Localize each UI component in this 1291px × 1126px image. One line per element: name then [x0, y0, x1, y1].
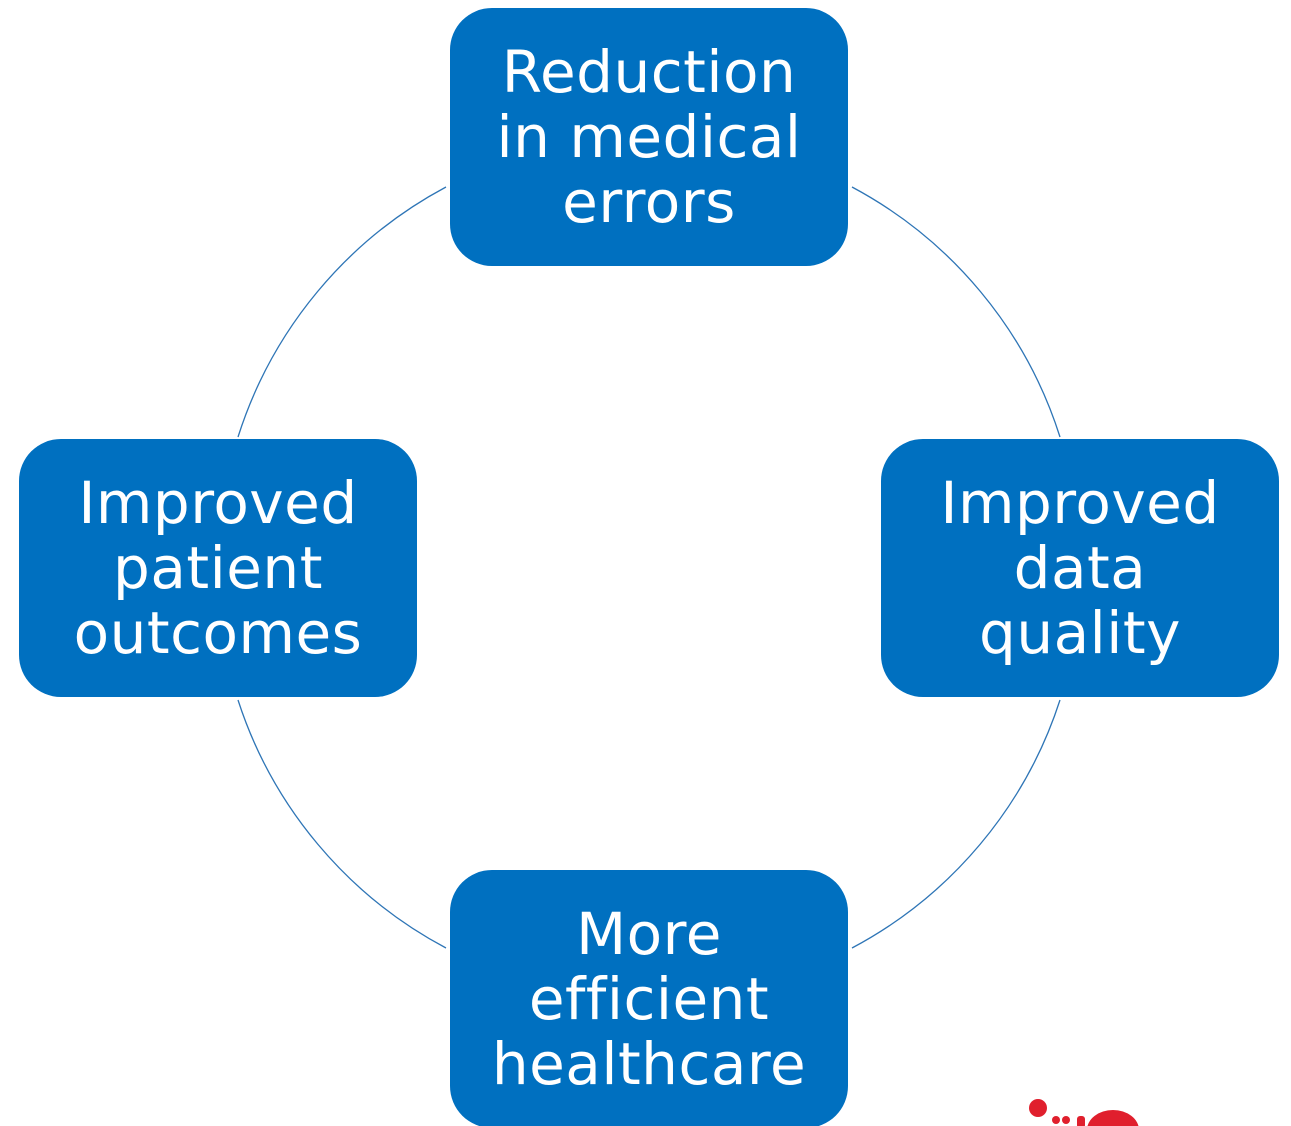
arc-bottom-left	[237, 699, 447, 949]
cycle-node-label: Improved data quality	[940, 468, 1220, 667]
red-dots-logo-icon	[1029, 1099, 1139, 1126]
cycle-node-right: Improved data quality	[881, 439, 1279, 697]
arc-left-top	[237, 186, 447, 438]
cycle-node-label: Improved patient outcomes	[73, 468, 363, 667]
cycle-node-label: Reduction in medical errors	[496, 37, 802, 236]
cycle-node-left: Improved patient outcomes	[19, 439, 417, 697]
cycle-node-label: More efficient healthcare	[491, 899, 807, 1098]
cycle-node-bottom: More efficient healthcare	[450, 870, 848, 1126]
arc-right-bottom	[851, 699, 1061, 949]
cycle-node-top: Reduction in medical errors	[450, 8, 848, 266]
arc-top-right	[851, 186, 1061, 438]
